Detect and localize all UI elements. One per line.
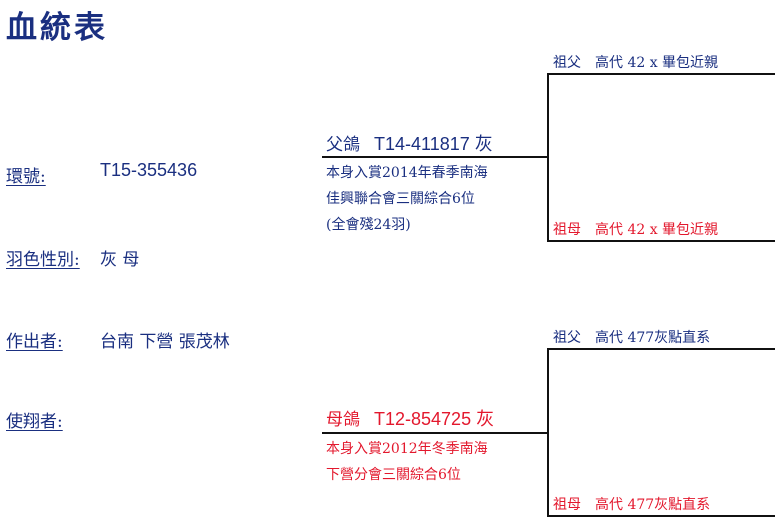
dam-grandfather: 祖父 高代 477灰點直系 <box>553 330 711 346</box>
page-title: 血統表 <box>6 10 108 46</box>
flyer-label: 使翔者: <box>6 412 63 432</box>
sire-grandmother-line <box>547 240 775 242</box>
dam-notes: 本身入賞2012年冬季南海 下營分會三關綜合6位 <box>326 436 488 488</box>
sire-grandfather-line <box>547 73 775 75</box>
sire-grandmother: 祖母 高代 42 x 畢包近親 <box>553 222 719 238</box>
dam-note-line: 本身入賞2012年冬季南海 <box>326 441 488 457</box>
sire-note-line: 本身入賞2014年春季南海 <box>326 165 488 181</box>
sire-line <box>322 156 548 158</box>
color-sex-label: 羽色性別: <box>6 250 80 270</box>
dam-grandfather-line <box>547 348 775 350</box>
sire-heading: 父鴿 T14-411817 灰 <box>326 130 493 156</box>
dam-bracket <box>547 348 549 516</box>
dam-grandmother-line <box>547 515 775 517</box>
sire-note-line: (全會殘24羽) <box>326 217 411 233</box>
sire-note-line: 佳興聯合會三關綜合6位 <box>326 191 475 207</box>
color-sex-value: 灰 母 <box>100 250 140 270</box>
dam-line <box>322 432 548 434</box>
sire-grandfather: 祖父 高代 42 x 畢包近親 <box>553 55 719 71</box>
dam-label: 母鴿 <box>326 410 360 430</box>
sire-id: T14-411817 灰 <box>374 134 493 154</box>
ring-label: 環號: <box>6 167 46 187</box>
breeder-value: 台南 下營 張茂林 <box>100 332 230 352</box>
sire-label: 父鴿 <box>326 135 360 155</box>
dam-id: T12-854725 灰 <box>374 409 495 429</box>
ring-value: T15-355436 <box>100 160 198 180</box>
breeder-label: 作出者: <box>6 332 63 352</box>
sire-notes: 本身入賞2014年春季南海 佳興聯合會三關綜合6位 (全會殘24羽) <box>326 160 488 238</box>
sire-bracket <box>547 73 549 241</box>
dam-note-line: 下營分會三關綜合6位 <box>326 467 461 483</box>
dam-grandmother: 祖母 高代 477灰點直系 <box>553 497 711 513</box>
dam-heading: 母鴿 T12-854725 灰 <box>326 405 494 431</box>
